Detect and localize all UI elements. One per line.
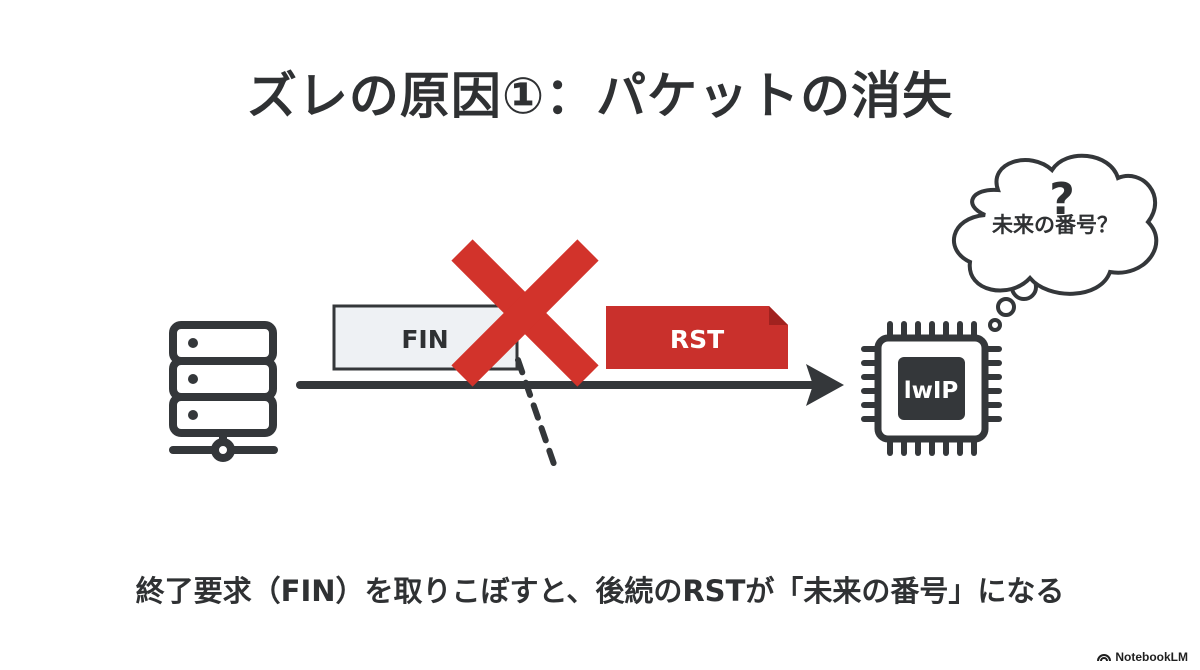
caption: 終了要求（FIN）を取りこぼすと、後続のRSTが「未来の番号」になる <box>135 574 1065 608</box>
brand-label: NotebookLM <box>1115 650 1188 664</box>
server-indicator-dots <box>188 338 198 420</box>
transmission-arrow <box>296 364 844 406</box>
fin-label: FIN <box>401 325 448 354</box>
cross-icon <box>451 239 599 387</box>
chip-label: lwIP <box>904 378 959 404</box>
chip-icon: lwIP <box>861 321 1002 456</box>
rst-label: RST <box>670 325 724 354</box>
thought-text: 未来の番号？ <box>992 213 1118 237</box>
notebooklm-logo: NotebookLM <box>1097 650 1188 664</box>
thought-cloud: ? 未来の番号？ <box>951 153 1159 296</box>
slide-title: ズレの原因①：パケットの消失 <box>246 67 954 125</box>
server-icon <box>169 321 278 462</box>
question-mark-icon: ? <box>1049 174 1075 225</box>
dropped-packet-path <box>515 357 559 473</box>
rst-packet: RST <box>606 306 788 369</box>
notebooklm-icon <box>1097 654 1112 662</box>
